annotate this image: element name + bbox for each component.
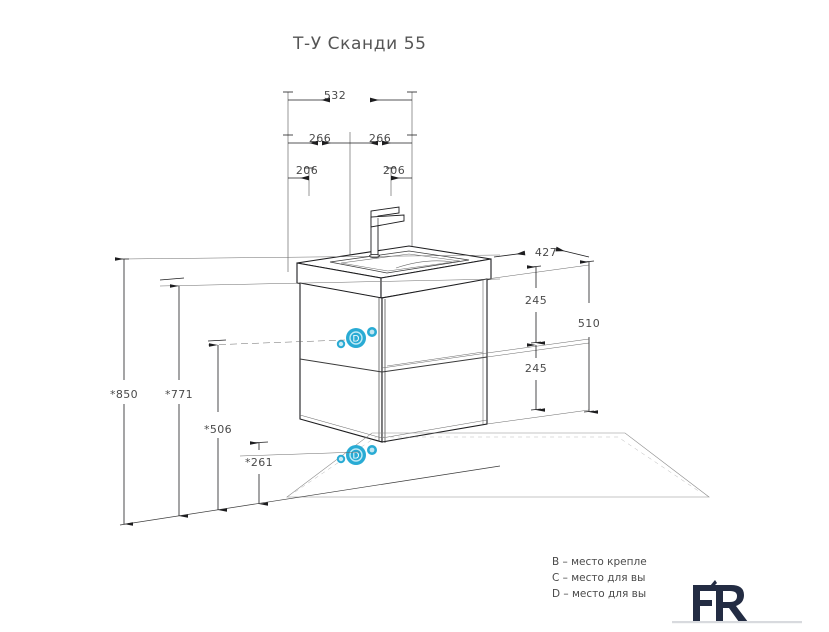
legend-item-d: D – место для вы xyxy=(552,588,646,600)
legend-item-c: C – место для вы xyxy=(552,572,645,584)
dimension-top-total: 532 xyxy=(324,89,346,102)
vanity-illustration: D D xyxy=(286,206,710,498)
floor-outline xyxy=(286,432,710,498)
legend-item-b: B – место крепле xyxy=(552,556,647,568)
dimension-mount-upper: *506 xyxy=(204,423,232,436)
faucet xyxy=(369,206,405,258)
washbasin xyxy=(296,245,492,299)
top-dimension-group: 532 266 266 206 206 xyxy=(283,89,417,350)
mounting-marker-upper: D xyxy=(336,327,377,349)
dimension-top-half-left: 266 xyxy=(309,132,331,145)
dimension-top-offset-left: 206 xyxy=(296,164,318,177)
legend: B – место крепле C – место для вы D – ме… xyxy=(552,556,647,600)
right-dimension-group: 427 245 245 510 xyxy=(486,246,600,425)
dimension-cabinet-top: *771 xyxy=(165,388,193,401)
dimension-basin-top: *850 xyxy=(110,388,138,401)
dimension-top-half-right: 266 xyxy=(369,132,391,145)
dimension-top-offset-right: 206 xyxy=(383,164,405,177)
dimension-cabinet-height: 510 xyxy=(578,317,600,330)
dimension-depth: 427 xyxy=(535,246,557,259)
dimension-drawer-lower: 245 xyxy=(525,362,547,375)
mounting-marker-lower: D xyxy=(336,445,377,465)
dimension-mount-lower: *261 xyxy=(245,456,273,469)
brand-logo xyxy=(672,580,802,624)
page-title: Т-У Сканди 55 xyxy=(292,34,427,54)
marker-label-lower: D xyxy=(353,452,360,462)
cabinet-body xyxy=(299,278,488,443)
left-dimension-group: *850 *771 *506 *261 xyxy=(110,254,501,526)
marker-label-upper: D xyxy=(353,335,360,345)
marker-dot-d-lower xyxy=(346,445,366,465)
dimension-drawer-upper: 245 xyxy=(525,294,547,307)
marker-dot-d-upper xyxy=(346,328,366,348)
